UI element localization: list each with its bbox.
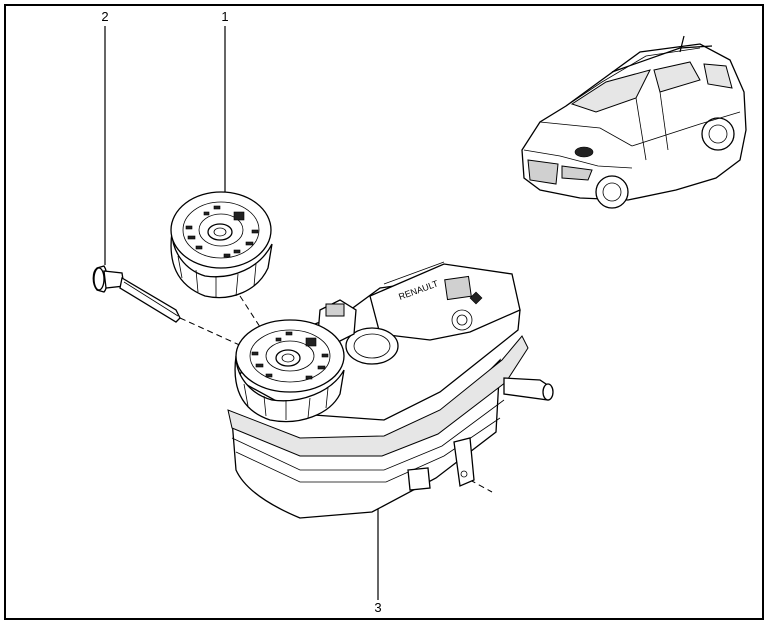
vehicle-location-inset	[521, 35, 747, 209]
level-sensor-part	[92, 265, 181, 323]
callout-label-3: 3	[374, 600, 381, 615]
reservoir-tank-part: RENAULT	[227, 261, 554, 519]
callout-label-2: 2	[101, 9, 108, 24]
assembly-line-bracket	[469, 479, 493, 493]
assembly-line-sensor	[179, 317, 256, 353]
assembly-line-cap	[239, 295, 263, 331]
callout-label-1: 1	[221, 9, 228, 24]
reservoir-cap-part	[170, 191, 273, 299]
reservoir-location-marker	[574, 146, 594, 158]
